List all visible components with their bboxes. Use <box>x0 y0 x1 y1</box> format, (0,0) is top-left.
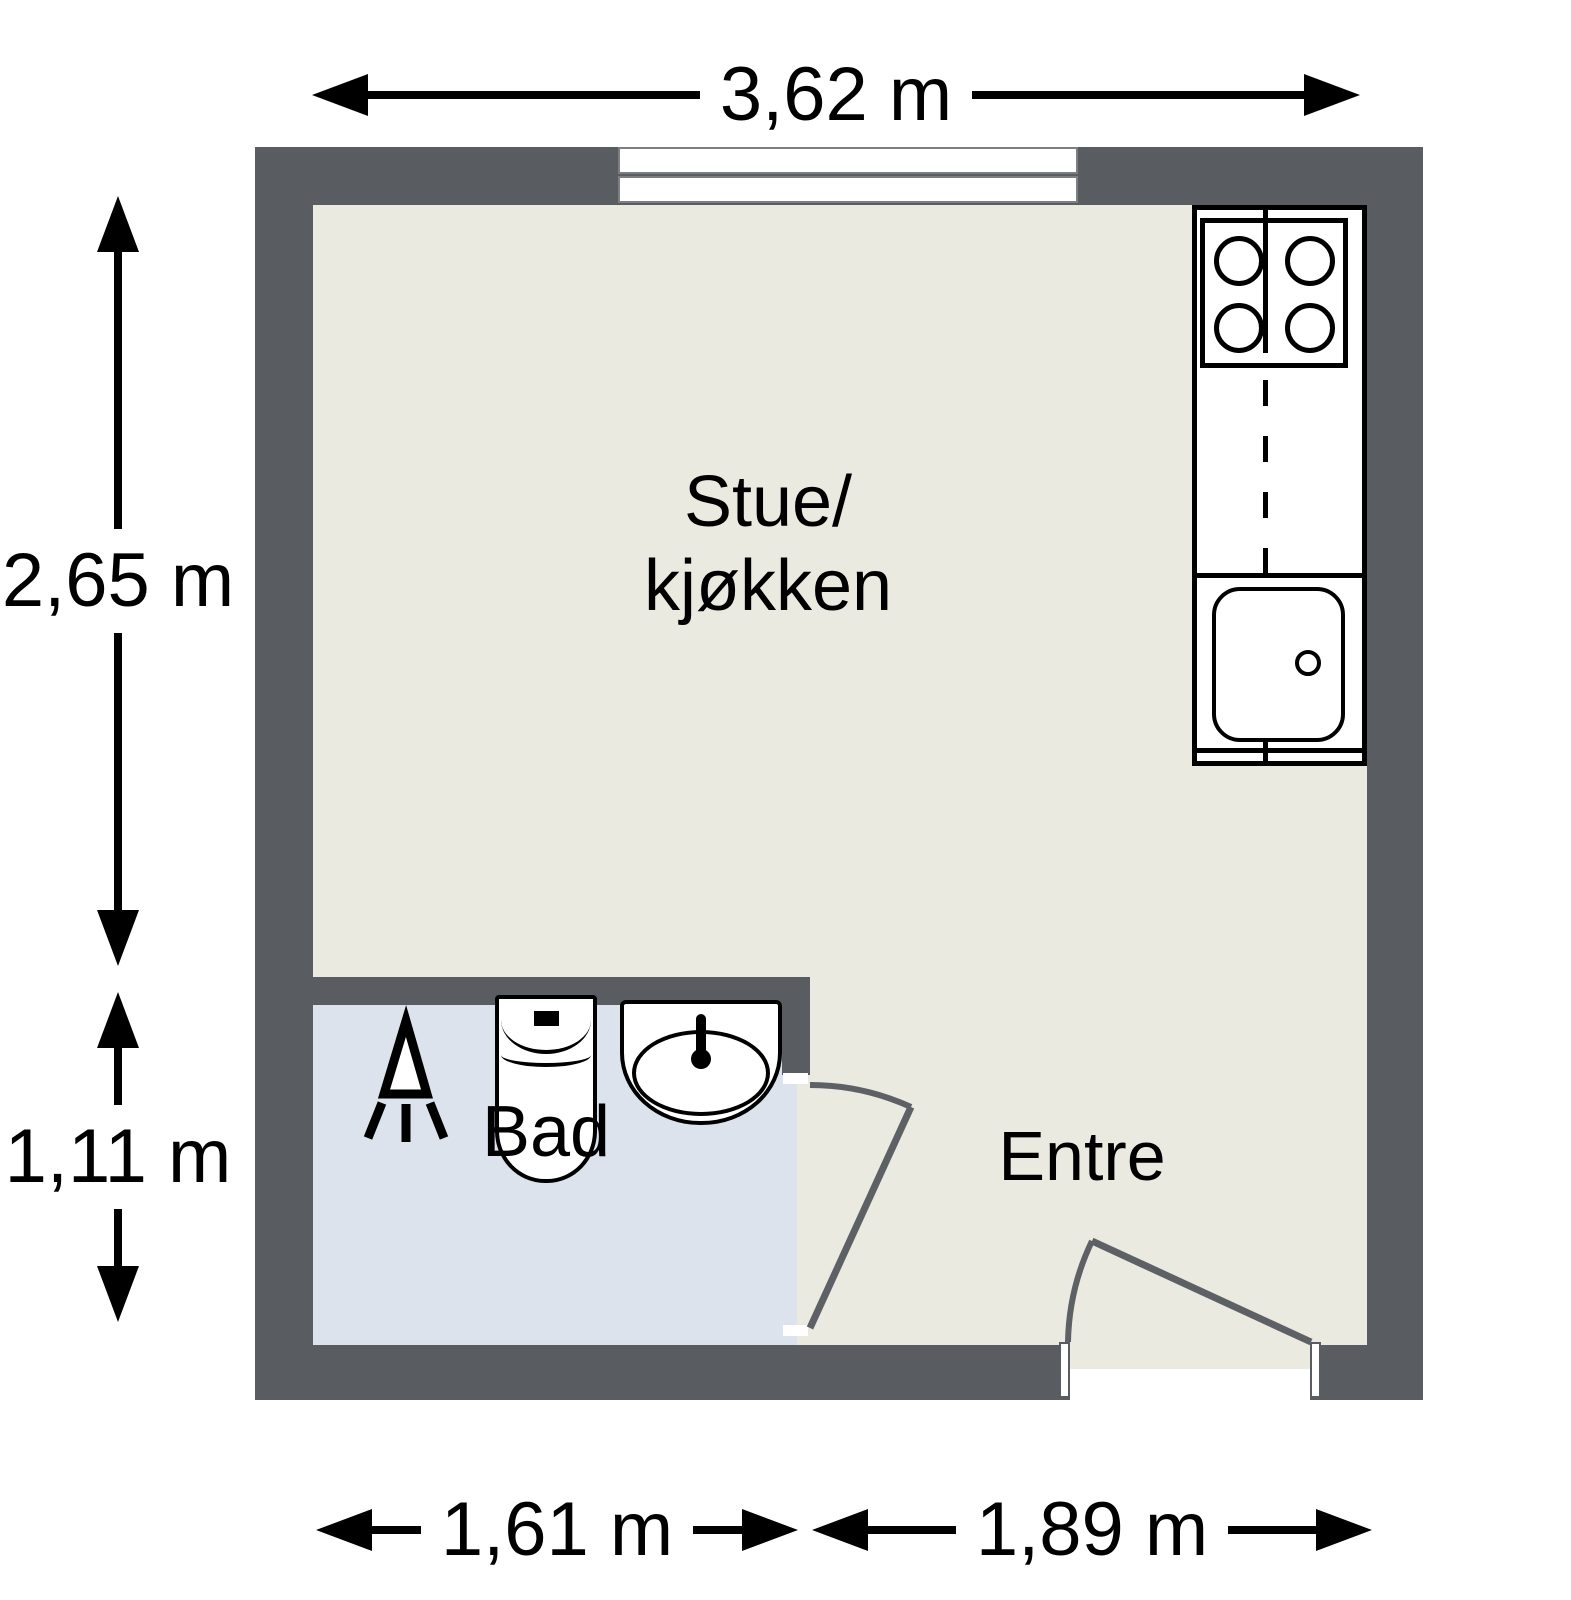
arrowhead-down-icon <box>97 1266 139 1322</box>
counter-divider-line <box>1192 748 1367 753</box>
dimension-label: 3,62 m <box>699 57 973 133</box>
dimension-label: 1,61 m <box>420 1492 694 1568</box>
toilet-tank-curve <box>501 1012 591 1054</box>
window-pane <box>618 147 1078 174</box>
dimension-line <box>368 91 700 99</box>
arrowhead-left-icon <box>312 74 368 116</box>
arrowhead-left-icon <box>316 1509 372 1551</box>
faucet-icon <box>691 1049 711 1069</box>
arrowhead-right-icon <box>742 1509 798 1551</box>
dimension-line <box>114 633 122 910</box>
dimension-entry-width: 1,89 m <box>812 1492 1372 1568</box>
drain-icon <box>1295 650 1321 676</box>
dimension-label: 1,89 m <box>955 1492 1229 1568</box>
door-jamb <box>783 1073 808 1084</box>
dimension-line <box>1228 1526 1316 1534</box>
arrowhead-up-icon <box>97 196 139 252</box>
window-pane <box>618 176 1078 203</box>
arrowhead-up-icon <box>97 992 139 1048</box>
room-label-entry: Entre <box>998 1117 1166 1195</box>
dimension-label: 2,65 m <box>1 529 235 633</box>
arrowhead-down-icon <box>97 910 139 966</box>
room-label-bathroom: Bad <box>481 1092 611 1172</box>
burner-icon <box>1214 303 1264 353</box>
arrowhead-right-icon <box>1316 1509 1372 1551</box>
kitchen-sink-icon <box>1212 587 1345 742</box>
door-jamb <box>1310 1342 1321 1398</box>
dimension-line <box>114 1048 122 1105</box>
dimension-line <box>868 1526 956 1534</box>
dimension-bathroom-width: 1,61 m <box>316 1492 798 1568</box>
counter-center-dashed-line <box>1263 380 1268 738</box>
dimension-line <box>114 252 122 529</box>
door-jamb <box>783 1325 808 1336</box>
dimension-upper-height: 2,65 m <box>1 196 235 966</box>
entry-door-opening-exterior <box>1070 1369 1310 1400</box>
counter-center-line <box>1263 733 1268 766</box>
door-jamb <box>1059 1342 1070 1398</box>
arrowhead-left-icon <box>812 1509 868 1551</box>
counter-center-line <box>1263 205 1268 353</box>
burner-icon <box>1285 236 1335 286</box>
dimension-line <box>972 91 1304 99</box>
room-label-line: kjøkken <box>643 546 893 626</box>
dimension-line <box>372 1526 421 1534</box>
washbasin-bowl <box>632 1030 770 1116</box>
burner-icon <box>1285 303 1335 353</box>
dimension-line <box>693 1526 742 1534</box>
bathroom-wall-vertical <box>782 1005 810 1075</box>
faucet-icon <box>696 1014 706 1056</box>
dimension-line <box>114 1209 122 1266</box>
toilet-flush-button <box>534 1011 559 1026</box>
room-label-living-kitchen: Stue/ kjøkken <box>468 460 1068 628</box>
counter-divider-line <box>1192 573 1367 578</box>
room-label-line: Stue/ <box>683 462 853 542</box>
toilet-seat-curve <box>501 1053 591 1067</box>
arrowhead-right-icon <box>1304 74 1360 116</box>
dimension-label: 1,11 m <box>4 1105 232 1209</box>
burner-icon <box>1214 236 1264 286</box>
dimension-total-width: 3,62 m <box>312 57 1360 133</box>
window-icon <box>617 145 1079 203</box>
dimension-lower-height: 1,11 m <box>4 992 232 1322</box>
entry-door-opening <box>1070 1345 1310 1369</box>
